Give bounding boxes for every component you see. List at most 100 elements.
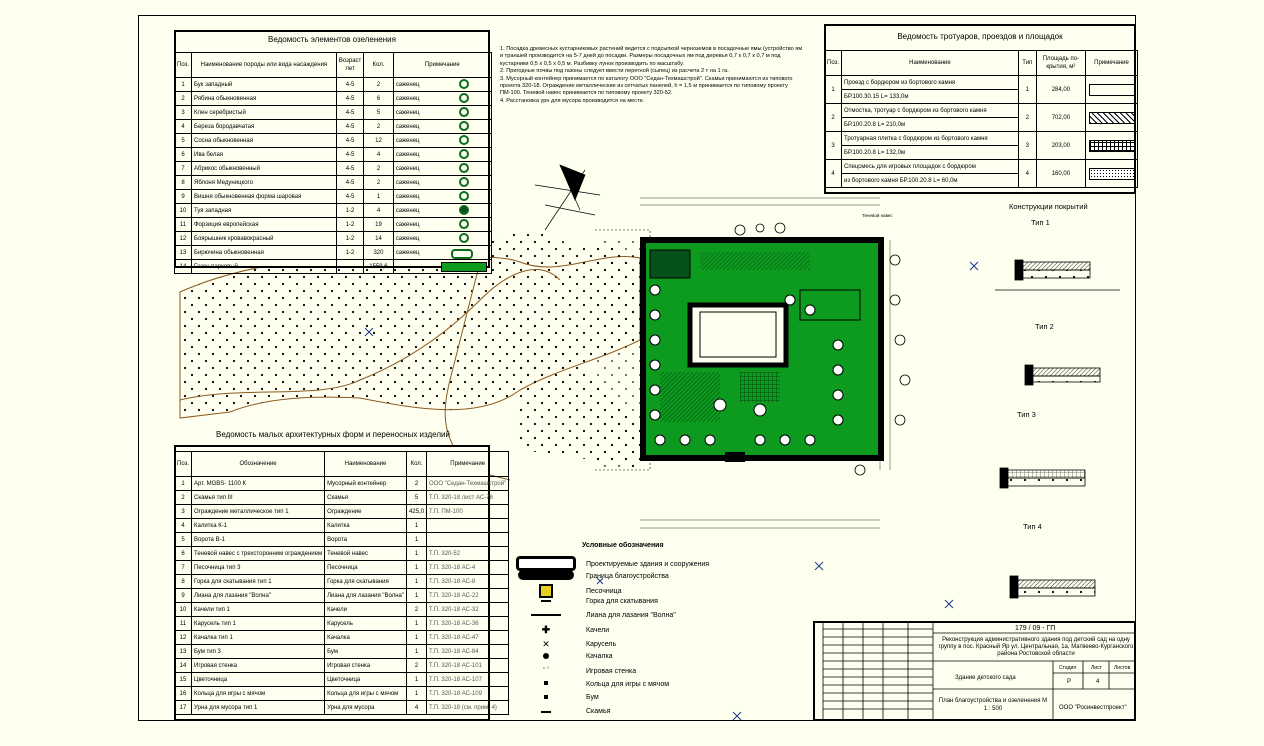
forms-cell-name: Лиана для лазания "Волна" bbox=[324, 588, 408, 603]
forms-cell-code: Качалка тип 1 bbox=[190, 630, 326, 645]
forms-header-code: Обозначение bbox=[190, 451, 326, 477]
greening-cell-name: Вишня обыкновенная форма шаровая bbox=[191, 189, 337, 204]
forms-cell-name: Ограждение bbox=[324, 504, 408, 519]
title-block-lines bbox=[822, 621, 1136, 721]
greening-cell-qty: 4 bbox=[363, 203, 394, 218]
forms-cell-pos: 4 bbox=[174, 518, 192, 533]
legend-symbol-icon bbox=[516, 569, 576, 582]
greening-cell-qty: 5 bbox=[363, 105, 394, 120]
paths-cell-type: 4 bbox=[1017, 159, 1037, 188]
tree-symbol-icon bbox=[459, 149, 469, 159]
greening-cell-name: Форзиция европейская bbox=[191, 217, 337, 232]
legend-symbol-icon bbox=[516, 583, 576, 600]
paths-header-note: Примечание bbox=[1085, 50, 1138, 76]
forms-cell-code: Песочница тип 3 bbox=[190, 560, 326, 575]
greening-cell-pos: 9 bbox=[174, 189, 192, 204]
forms-cell-pos: 16 bbox=[174, 686, 192, 701]
greening-cell-age: 4-5 bbox=[335, 161, 365, 176]
constructions-title: Конструкции покрытий bbox=[1009, 202, 1088, 211]
greening-cell-age: 1-2 bbox=[335, 245, 365, 260]
forms-cell-note: Т.П. ПМ-100 bbox=[426, 504, 510, 519]
greening-cell-qty: 2 bbox=[363, 77, 394, 92]
greening-cell-note: саженец bbox=[392, 105, 493, 120]
tree-symbol-icon bbox=[459, 107, 469, 117]
legend-label: Карусель bbox=[586, 641, 617, 649]
paths-cell-pos: 2 bbox=[824, 103, 842, 132]
forms-cell-code: Скамья тип III bbox=[190, 490, 326, 505]
legend-item: Песочница bbox=[516, 583, 622, 598]
greening-cell-name: Сосна обыкновенная bbox=[191, 133, 337, 148]
construction-type-3-label: Тип 3 bbox=[1017, 410, 1036, 419]
greening-cell-pos: 7 bbox=[174, 161, 192, 176]
forms-cell-name: Песочница bbox=[324, 560, 408, 575]
greening-cell-age: 1-2 bbox=[335, 231, 365, 246]
forms-cell-note bbox=[426, 532, 510, 547]
forms-cell-code: Игровая стенка bbox=[190, 658, 326, 673]
tree-symbol-icon bbox=[459, 135, 469, 145]
legend-label: Лиана для лазания "Волна" bbox=[586, 611, 676, 619]
lawn-swatch-icon bbox=[441, 262, 487, 272]
greening-cell-pos: 10 bbox=[174, 203, 192, 218]
paths-cell-pos: 3 bbox=[824, 131, 842, 160]
greening-cell-qty: 2 bbox=[363, 175, 394, 190]
forms-cell-pos: 11 bbox=[174, 616, 192, 631]
paths-cell-pos: 4 bbox=[824, 159, 842, 188]
legend-symbol-icon: ✚ bbox=[541, 625, 551, 636]
legend-item: Качалка bbox=[516, 652, 613, 665]
forms-cell-name: Горка для скатывания bbox=[324, 574, 408, 589]
greening-cell-qty: 4 bbox=[363, 147, 394, 162]
forms-cell-note: Т.П. 320-18 АС-107 bbox=[426, 672, 510, 687]
general-notes: 1. Посадка древесных кустарниковых расте… bbox=[500, 46, 805, 105]
forms-cell-qty: 2 bbox=[406, 476, 428, 491]
legend-item: Бум bbox=[516, 694, 599, 706]
forms-cell-qty: 1 bbox=[406, 686, 428, 701]
legend-symbol-icon bbox=[516, 597, 576, 604]
canopy-label: Теневой навес bbox=[862, 213, 893, 218]
forms-cell-qty: 5 bbox=[406, 490, 428, 505]
legend-item: Скамья bbox=[516, 708, 610, 720]
greening-table-title: Ведомость элементов озеленения bbox=[268, 35, 396, 44]
greening-cell-name: Абрикос обыкновенный bbox=[191, 161, 337, 176]
greening-cell-name: Боярышник кровавокрасный bbox=[191, 231, 337, 246]
forms-cell-pos: 6 bbox=[174, 546, 192, 561]
paths-header-name: Наименование bbox=[841, 50, 1019, 76]
legend-symbol-icon bbox=[516, 556, 576, 573]
north-path bbox=[700, 252, 810, 270]
forms-cell-name: Цветочница bbox=[324, 672, 408, 687]
greening-cell-note: саженец bbox=[392, 175, 493, 190]
greening-cell-pos: 6 bbox=[174, 147, 192, 162]
note-2: 2. Пригодные почвы под газоны следует вв… bbox=[500, 68, 729, 75]
forms-cell-pos: 17 bbox=[174, 700, 192, 715]
construction-type-3 bbox=[999, 467, 1086, 489]
paths-grid: Поз. Наименование Тип Площадь по-крытия,… bbox=[824, 50, 1138, 188]
tree-symbol-icon bbox=[451, 249, 473, 259]
construction-type-4-label: Тип 4 bbox=[1023, 522, 1042, 531]
greening-cell-pos: 8 bbox=[174, 175, 192, 190]
forms-cell-note: Т.П. 320-18 АС-47 bbox=[426, 630, 510, 645]
greening-cell-name: Ива белая bbox=[191, 147, 337, 162]
tree-symbol-icon bbox=[459, 79, 469, 89]
title-block-sheet: 4 bbox=[1096, 679, 1100, 685]
greening-cell-qty: 14 bbox=[363, 231, 394, 246]
greening-cell-note: саженец bbox=[392, 217, 493, 232]
forms-cell-qty: 1 bbox=[406, 616, 428, 631]
legend-label: Качели bbox=[586, 627, 610, 635]
greening-cell-name: Туя западная bbox=[191, 203, 337, 218]
forms-cell-pos: 15 bbox=[174, 672, 192, 687]
forms-cell-pos: 1 bbox=[174, 476, 192, 491]
forms-cell-qty: 1 bbox=[406, 630, 428, 645]
construction-type-2 bbox=[1024, 364, 1101, 386]
greening-cell-note: саженец bbox=[392, 119, 493, 134]
